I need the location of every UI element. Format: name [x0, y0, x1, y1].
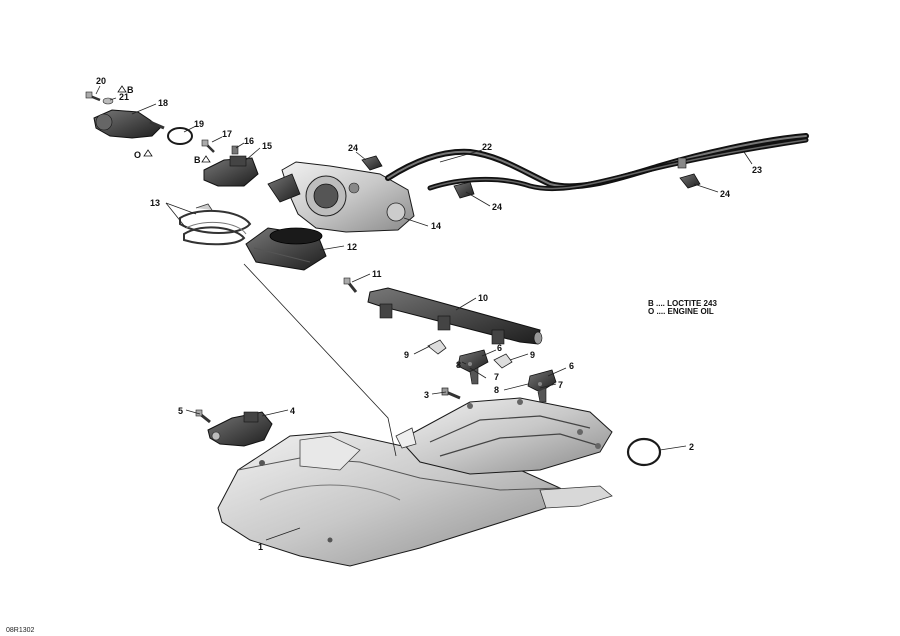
part-16-17-screws: [201, 139, 239, 155]
part-11-screw: [343, 277, 358, 293]
callout-24c: 24: [720, 189, 730, 199]
markers: B O B: [117, 85, 211, 165]
part-13-clamps: [179, 203, 252, 246]
callout-5: 5: [178, 406, 183, 416]
legend: B .... LOCTITE 243 O .... ENGINE OIL: [648, 299, 717, 316]
intake-manifold-body: [395, 397, 613, 475]
callout-24a: 24: [348, 143, 358, 153]
callout-6a: 6: [497, 343, 502, 353]
reference-code: 08R1302: [6, 627, 35, 634]
callout-4: 4: [290, 406, 295, 416]
marker-b-17: B: [194, 155, 201, 165]
callout-8b: 8: [494, 385, 499, 395]
part-22-23-fuel-lines: [385, 133, 809, 192]
assembly-guide-line: [243, 263, 397, 457]
callout-14: 14: [431, 221, 441, 231]
callout-10: 10: [478, 293, 488, 303]
callout-9a: 9: [404, 350, 409, 360]
part-14-throttle-body: [267, 161, 415, 233]
legend-engine-oil: O .... ENGINE OIL: [648, 307, 714, 316]
part-10-fuel-rail: [367, 287, 543, 345]
callout-1: 1: [258, 542, 263, 552]
callout-23: 23: [752, 165, 762, 175]
part-4-sensor: [207, 411, 273, 447]
callout-17: 17: [222, 129, 232, 139]
part-15-sensor: [203, 155, 259, 187]
part-5-screw: [195, 409, 211, 424]
callout-3: 3: [424, 390, 429, 400]
callout-11: 11: [372, 269, 382, 279]
callout-20: 20: [96, 76, 106, 86]
marker-b-20: B: [127, 85, 134, 95]
callout-13: 13: [150, 198, 160, 208]
leader-lines: [95, 85, 753, 541]
callout-7a: 7: [494, 372, 499, 382]
callout-16: 16: [244, 136, 254, 146]
callout-7b: 7: [558, 380, 563, 390]
part-20-21-fasteners: [85, 91, 114, 105]
part-2-o-ring: [626, 437, 662, 467]
callout-6b: 6: [569, 361, 574, 371]
part-18-valve: [93, 109, 165, 139]
callout-2: 2: [689, 442, 694, 452]
part-12-adaptor: [245, 227, 327, 271]
callout-15: 15: [262, 141, 272, 151]
callout-8a: 8: [456, 360, 461, 370]
callout-21: 21: [119, 92, 129, 102]
legend-loctite: B .... LOCTITE 243: [648, 299, 717, 308]
part-3-screw: [441, 387, 461, 400]
callout-labels: 1 2 3 4 5 6 6 7 7 8 8 9 9 10 11 12 13 14…: [96, 76, 762, 552]
marker-o-19: O: [134, 150, 141, 160]
callout-19: 19: [194, 119, 204, 129]
callout-22: 22: [482, 142, 492, 152]
part-19-o-ring: [167, 127, 193, 145]
callout-24b: 24: [492, 202, 502, 212]
callout-18: 18: [158, 98, 168, 108]
callout-12: 12: [347, 242, 357, 252]
callout-9b: 9: [530, 350, 535, 360]
